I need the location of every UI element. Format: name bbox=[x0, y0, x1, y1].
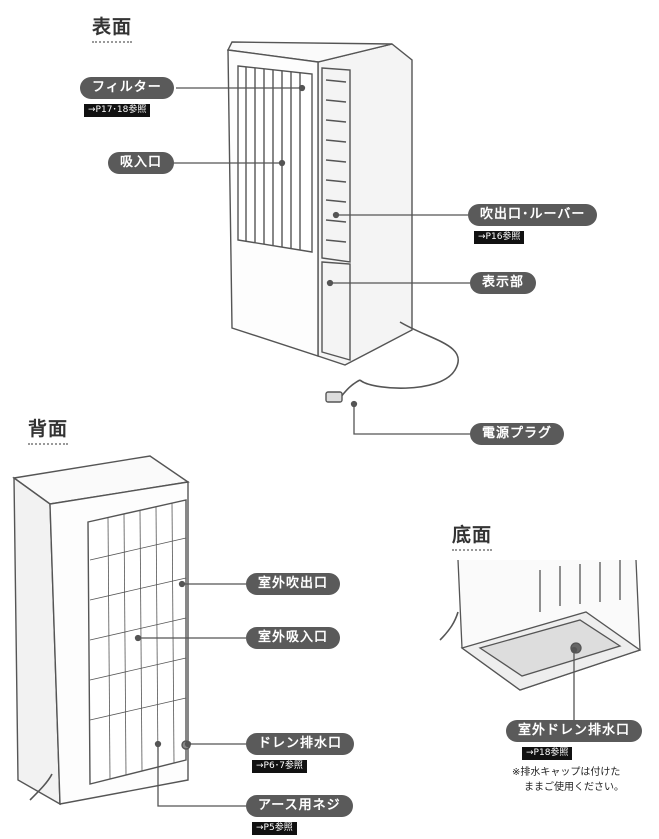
label-drain-outlet: ドレン排水口 bbox=[246, 733, 355, 755]
label-power-plug: 電源プラグ bbox=[470, 423, 565, 445]
ref-outlet: →P16参照 bbox=[474, 231, 525, 244]
bottom-unit-drawing bbox=[439, 559, 642, 691]
label-outdoor-outlet: 室外吹出口 bbox=[246, 573, 341, 595]
label-outdoor-intake: 室外吸入口 bbox=[246, 627, 341, 649]
leader-lines bbox=[134, 84, 578, 807]
label-display: 表示部 bbox=[470, 272, 537, 294]
label-outlet-louver: 吹出口･ルーバー bbox=[468, 204, 598, 226]
label-outdoor-drain: 室外ドレン排水口 bbox=[506, 720, 643, 742]
front-unit-drawing bbox=[226, 41, 459, 403]
note-line-1: ※排水キャップは付けた bbox=[512, 767, 621, 778]
back-unit-drawing bbox=[12, 455, 191, 806]
label-earth-screw: アース用ネジ bbox=[246, 795, 353, 817]
section-title-back: 背面 bbox=[28, 414, 69, 445]
ref-filter: →P17･18参照 bbox=[84, 104, 151, 117]
label-intake: 吸入口 bbox=[108, 152, 175, 174]
section-title-front: 表面 bbox=[92, 12, 133, 43]
ref-outdoor-drain: →P18参照 bbox=[522, 747, 573, 760]
label-filter: フィルター bbox=[80, 77, 174, 99]
note-line-2: ままご使用ください。 bbox=[524, 782, 624, 793]
section-title-bottom: 底面 bbox=[452, 520, 493, 551]
ref-drain: →P6･7参照 bbox=[252, 760, 307, 773]
ref-earth: →P5参照 bbox=[252, 822, 297, 835]
